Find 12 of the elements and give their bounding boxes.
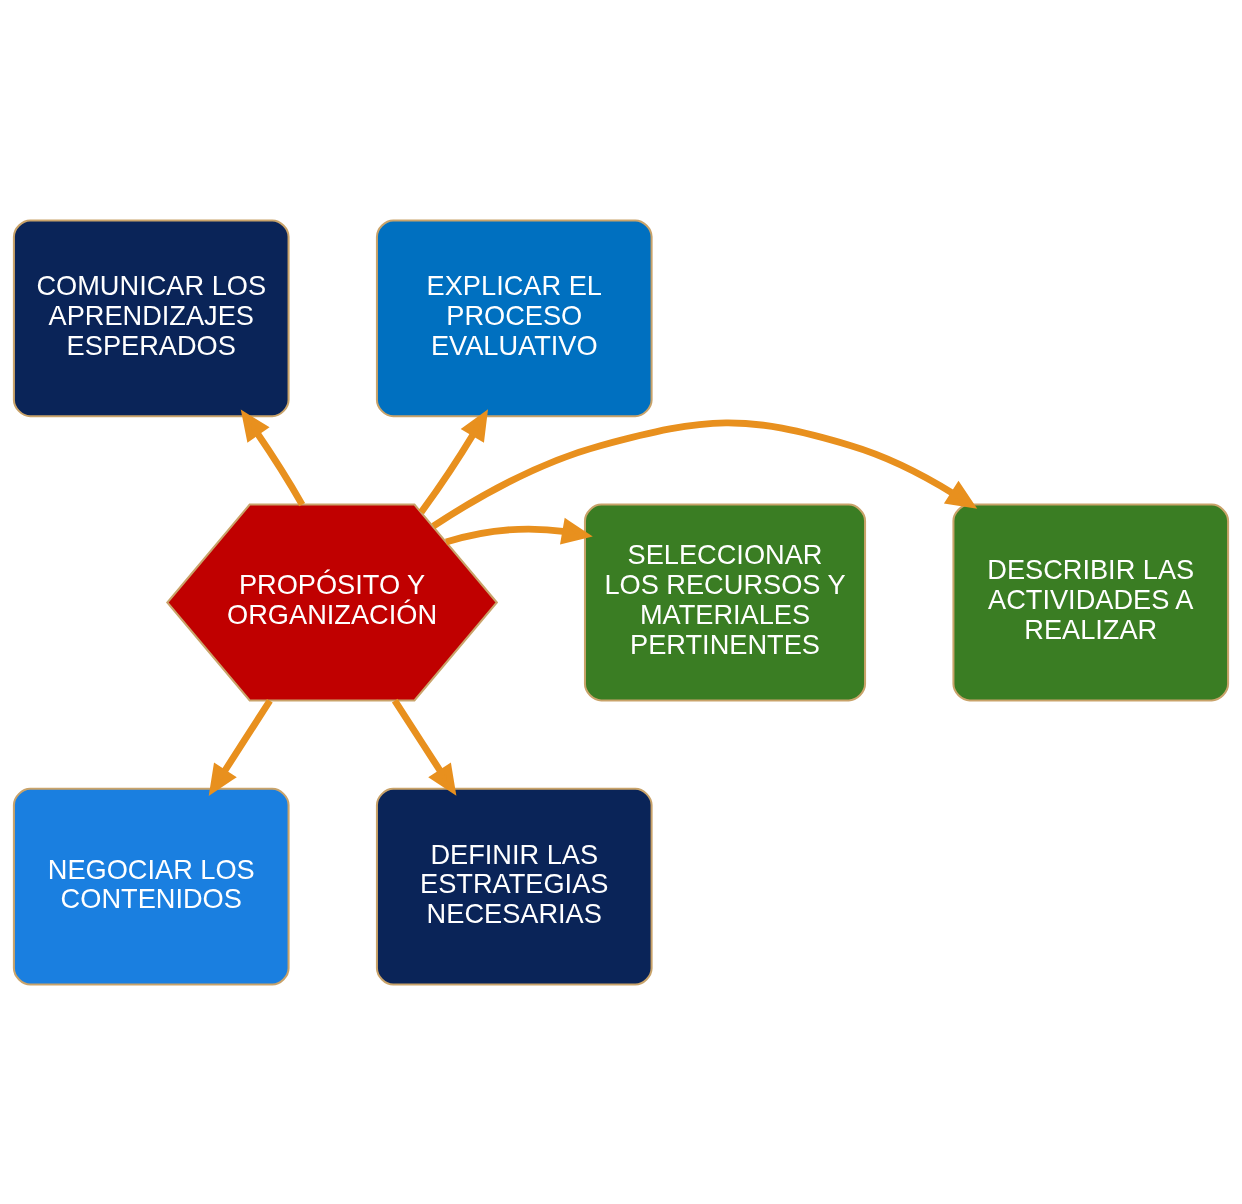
arrow	[418, 408, 489, 514]
node-box: COMUNICAR LOS APRENDIZAJES ESPERADOS	[12, 218, 290, 417]
node-box: SELECCIONAR LOS RECURSOS Y MATERIALES PERTINENTES	[583, 503, 867, 701]
arrow	[431, 419, 978, 529]
arrow	[240, 409, 306, 506]
arrow	[445, 517, 593, 545]
node-box: DESCRIBIR LAS ACTIVIDADES A REALIZAR	[952, 503, 1230, 701]
arrow	[391, 698, 457, 796]
node-box: NEGOCIAR LOS CONTENIDOS	[12, 787, 290, 986]
node-box: DEFINIR LAS ESTRATEGIAS NECESARIAS	[375, 787, 653, 986]
arrow	[208, 698, 273, 796]
node-box: EXPLICAR EL PROCESO EVALUATIVO	[375, 218, 653, 417]
